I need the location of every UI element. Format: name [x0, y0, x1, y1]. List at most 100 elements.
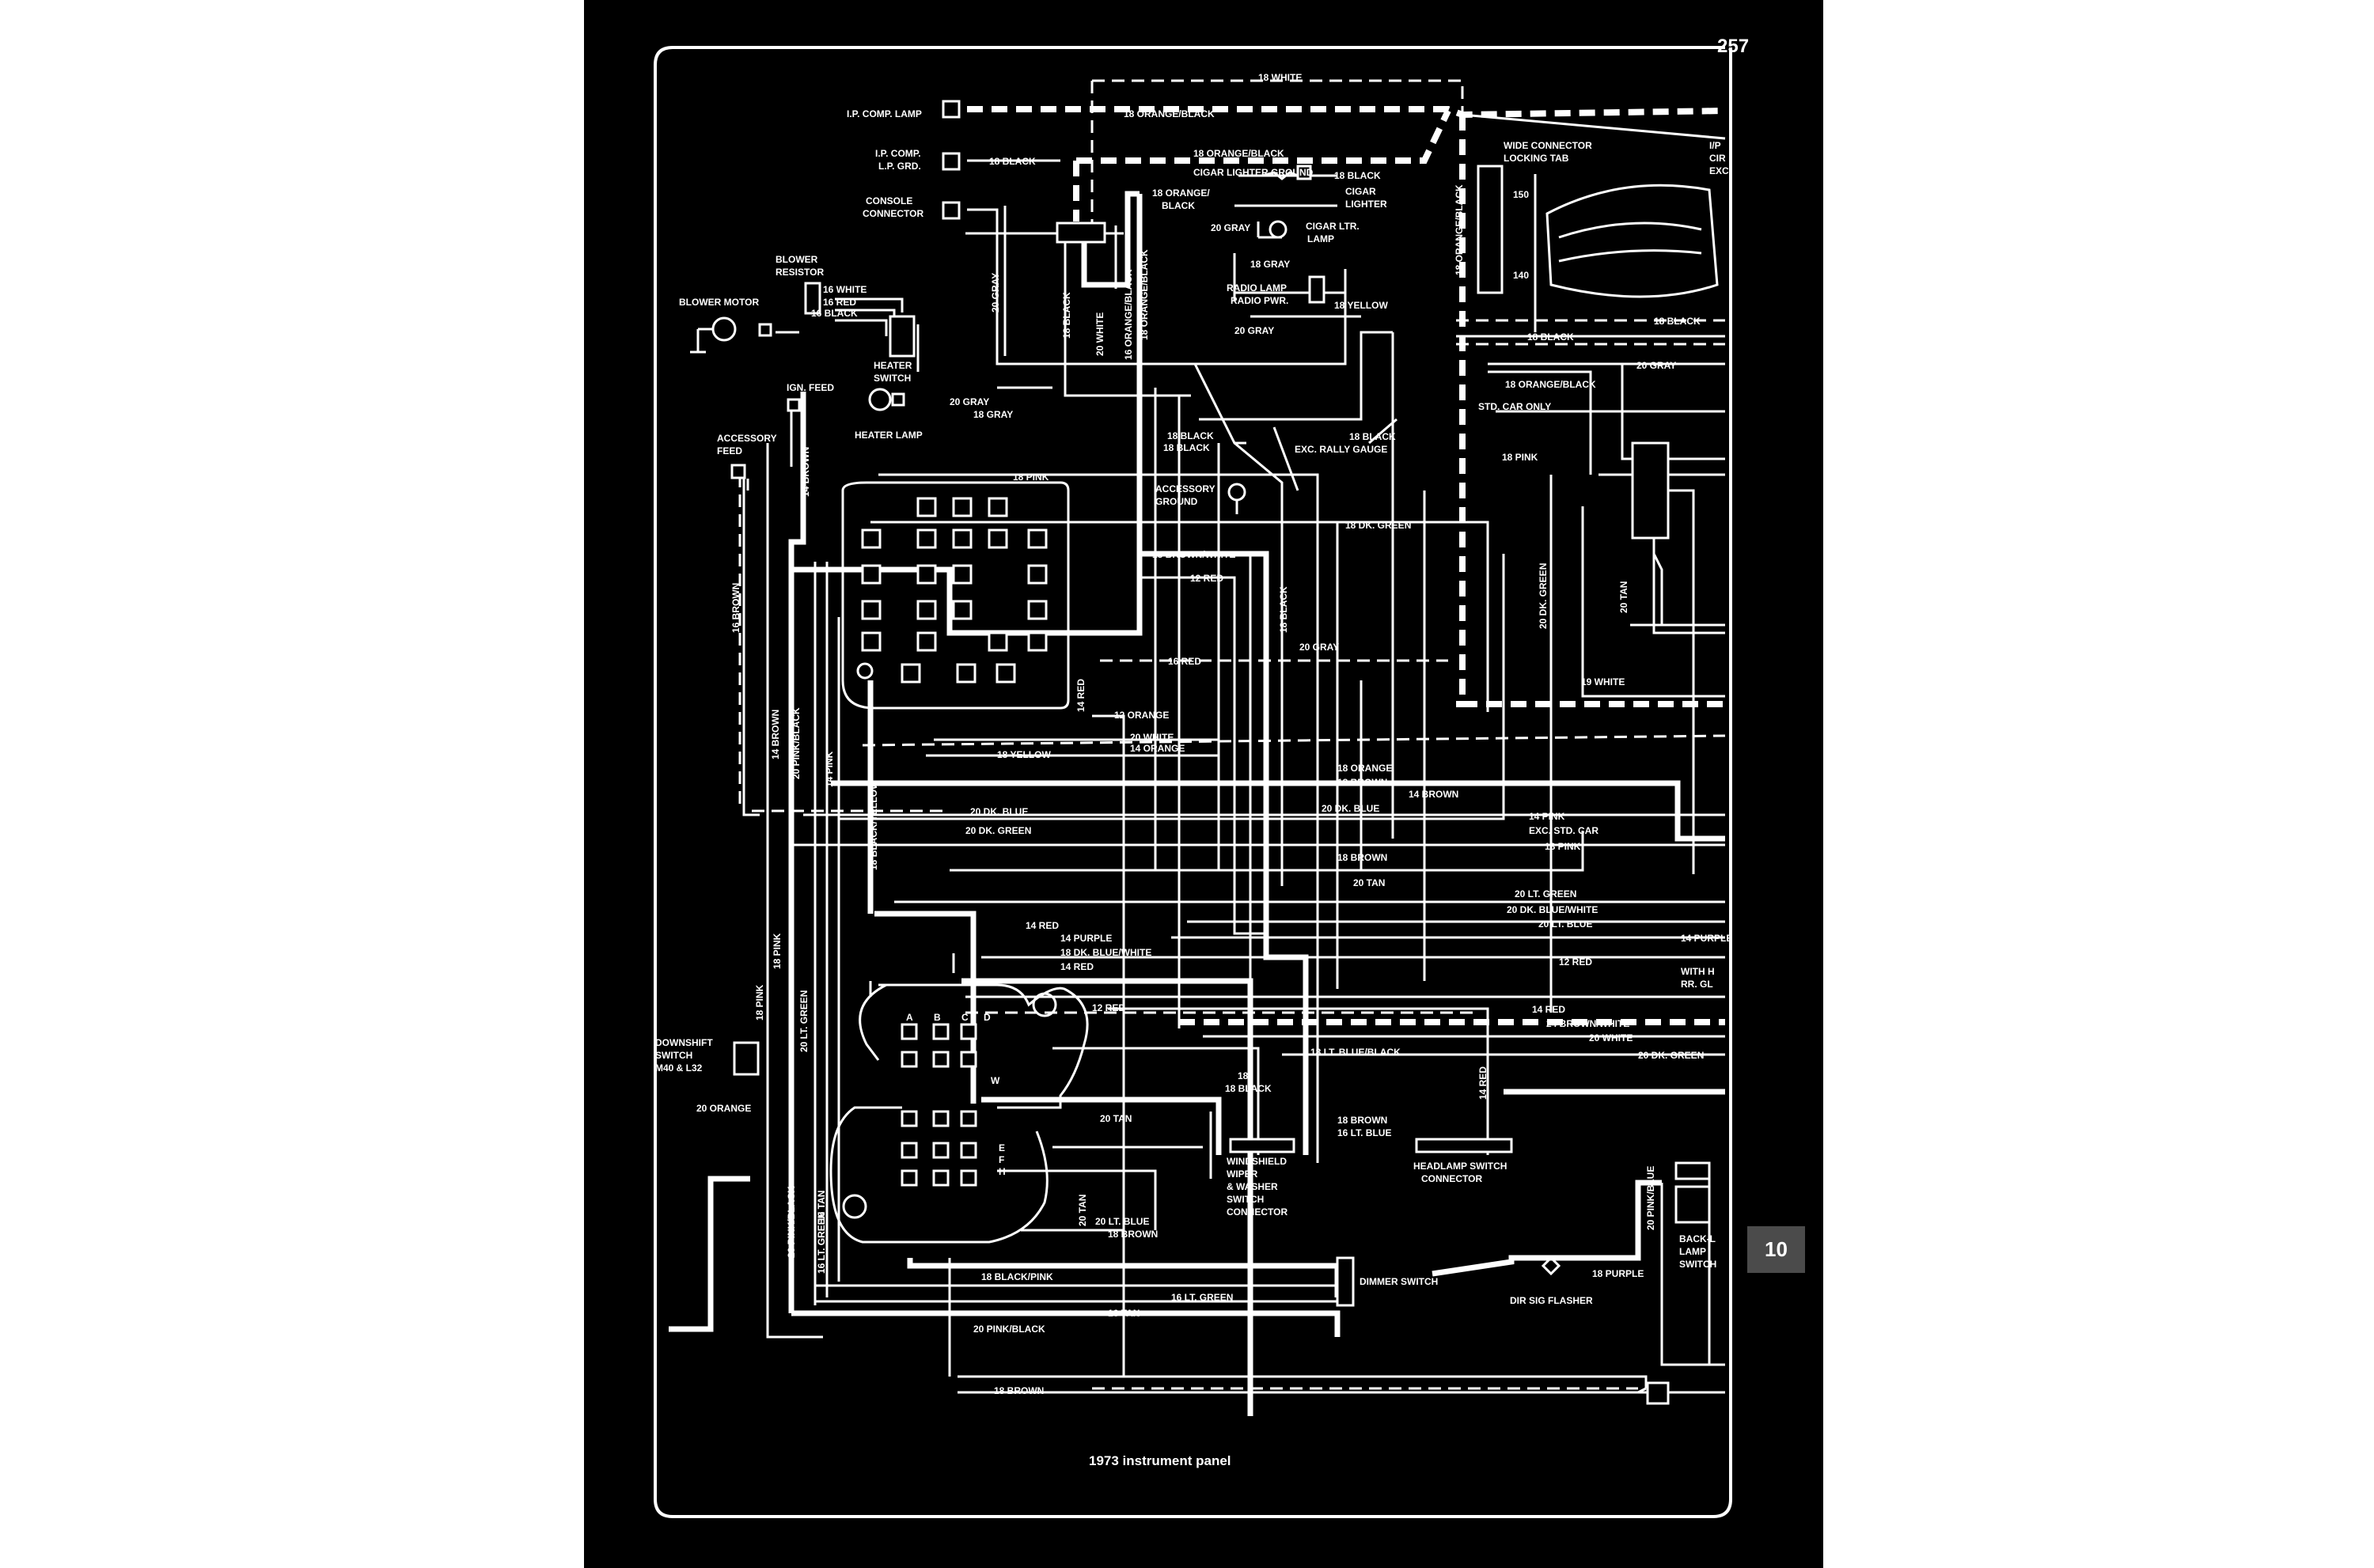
wire-label: 14 PINK: [1529, 811, 1565, 822]
label-cigar-lighter-ground: CIGAR LIGHTER GROUND: [1193, 167, 1314, 178]
wire-label: 14 RED: [1026, 920, 1059, 931]
wire-label: 18 DK. BLUE/WHITE: [1060, 947, 1151, 958]
wire-label: 18 ORANGE/BLACK: [1193, 148, 1284, 159]
wire-label: 20 DK. GREEN: [1538, 563, 1549, 629]
wire-label: 18 BLACK: [1061, 292, 1072, 339]
wire-label: 14 RED: [1060, 961, 1094, 972]
wire-label: 20 DK. BLUE: [970, 806, 1028, 817]
label-radio-lamp: RADIO LAMP: [1227, 282, 1287, 294]
wire-label: 20 LT. BLUE: [1095, 1216, 1149, 1227]
wire-label: 20 PINK/BLUE: [1645, 1166, 1656, 1230]
wire-label: 16 ORANGE/BLACK: [1123, 269, 1134, 360]
wire-label: 20 PINK/BLACK: [791, 707, 802, 779]
wire-label: BLACK: [1162, 200, 1195, 211]
wire-label: 18 GRAY: [973, 409, 1013, 420]
wire-label: 18 BLACK: [1163, 442, 1210, 453]
wire-label: 16 TAN: [816, 1191, 827, 1222]
wire-label: 18 ORANGE/BLACK: [1454, 184, 1465, 275]
wire-label: 20 GRAY: [1299, 642, 1339, 653]
wire-label: 20 GRAY: [1636, 360, 1676, 371]
wire-label: 24 BROWN/WHITE: [1546, 1018, 1629, 1029]
label-downshift-switch: SWITCH: [655, 1050, 692, 1061]
wire-label: 18 BROWN: [994, 1385, 1044, 1396]
wire-label: 20 TAN: [1353, 877, 1385, 888]
wire-label: 16 LT. GREEN: [1171, 1292, 1233, 1303]
label-console-connector: CONNECTOR: [863, 208, 923, 219]
figure-caption: 1973 instrument panel: [1089, 1453, 1231, 1468]
label-wiper-connector: CONNECTOR: [1227, 1206, 1287, 1218]
wire-label: 14 PINK: [824, 751, 835, 787]
label-washer: & WASHER: [1227, 1181, 1278, 1192]
wire-label: 14 RED: [1477, 1066, 1488, 1100]
wire-label: 20 TAN: [1077, 1195, 1088, 1226]
label-back-lamp-2: LAMP: [1679, 1246, 1706, 1257]
label-downshift-m40: M40 & L32: [655, 1062, 703, 1074]
label-headlamp-switch: HEADLAMP SWITCH: [1413, 1161, 1507, 1172]
label-headlamp-connector: CONNECTOR: [1421, 1173, 1482, 1184]
wire-label: 18 BLACK: [1278, 586, 1289, 633]
wire-label: 20 DK. BLUE/WHITE: [1507, 904, 1598, 915]
wire-label: 18 BLACK: [1527, 331, 1574, 343]
wire-label: 16 BROWN: [730, 583, 741, 633]
wire-label: 18 PINK: [1545, 841, 1581, 852]
wire-label: 18 BLACK: [1654, 316, 1701, 327]
label-exc-std-car: EXC. STD. CAR: [1529, 825, 1598, 836]
wire-label: 16 LT. BLUE: [1337, 1127, 1391, 1138]
label-cigar: CIGAR: [1345, 186, 1376, 197]
wire-label: 18 ORANGE/BLACK: [1139, 249, 1150, 340]
wire-label: 18 PINK: [754, 984, 765, 1021]
wire-label: 20 PINK/BLACK: [973, 1324, 1045, 1335]
wire-labels: 18 WHITE 18 ORANGE/BLACK 18 BLACK 18 ORA…: [696, 72, 1732, 1396]
wire-label: 18 YELLOW: [1334, 300, 1388, 311]
wire-label: 18 BROWN: [1108, 1229, 1158, 1240]
wire-label: 18 GRAY: [1250, 259, 1290, 270]
label-with-h: WITH H: [1681, 966, 1715, 977]
label-exc-rally-gauge: EXC. RALLY GAUGE: [1295, 444, 1387, 455]
label-pin-w: W: [991, 1075, 1000, 1086]
label-accessory-ground-2: GROUND: [1155, 496, 1198, 507]
label-locking-tab: LOCKING TAB: [1504, 153, 1569, 164]
wire-label: 20 GRAY: [1234, 325, 1274, 336]
wire-label: 12 RED: [1190, 573, 1223, 584]
label-term-140: 140: [1513, 270, 1529, 281]
label-radio-pwr: RADIO PWR.: [1231, 295, 1288, 306]
wire-label: 18: [1238, 1070, 1249, 1081]
label-term-150: 150: [1513, 189, 1529, 200]
label-pin-b: B: [934, 1012, 941, 1023]
label-heater-lamp: HEATER LAMP: [855, 430, 923, 441]
label-dir-sig-flasher: DIR SIG FLASHER: [1510, 1295, 1593, 1306]
wire-label: 12 RED: [1092, 1002, 1125, 1013]
wire-label: 20 WHITE: [1094, 312, 1105, 356]
components: [669, 100, 1719, 1405]
wire-label: 20 DK. GREEN: [965, 825, 1031, 836]
wire-label: 16 RED: [1168, 656, 1201, 667]
wire-label: 20 GRAY: [950, 396, 989, 407]
wire-label: 16 RED: [823, 297, 856, 308]
label-accessory-ground: ACCESSORY: [1155, 483, 1215, 494]
wire-label: 18 BLACK: [1334, 170, 1381, 181]
label-wide-connector: WIDE CONNECTOR: [1504, 140, 1592, 151]
label-accessory: ACCESSORY: [717, 433, 777, 444]
wire-label: 14 PURPLE: [1681, 933, 1732, 944]
wire-label: 14 BROWN: [770, 710, 781, 759]
wire-label: 12 RED: [1559, 956, 1592, 968]
label-ip-right-3: EXC: [1709, 165, 1729, 176]
label-pin-f: F: [999, 1154, 1004, 1165]
label-ip-comp: I.P. COMP.: [875, 148, 921, 159]
label-pin-d: D: [984, 1012, 991, 1023]
wire-label: 18 ORANGE/BLACK: [1124, 108, 1215, 119]
wire-label: 18 PINK: [772, 933, 783, 969]
label-ign-feed: IGN. FEED: [787, 382, 834, 393]
label-ip-right-2: CIR: [1709, 153, 1726, 164]
wire-label: 18 PURPLE: [1592, 1268, 1644, 1279]
wire-label: 19 WHITE: [1581, 676, 1625, 687]
label-rr-gl: RR. GL: [1681, 979, 1713, 990]
label-cigar-ltr: CIGAR LTR.: [1306, 221, 1360, 232]
label-wiper: WIPER: [1227, 1168, 1258, 1180]
label-pin-a: A: [906, 1012, 913, 1023]
wire-label: 18 PINK: [1013, 472, 1049, 483]
wire-label: 18 BROWN/WHITE: [1152, 549, 1235, 560]
wire-label: 18 ORANGE: [1337, 763, 1392, 774]
wire-label: 20 DK. GREEN: [1638, 1050, 1704, 1061]
wire-label: 16 BLACK: [811, 308, 858, 319]
